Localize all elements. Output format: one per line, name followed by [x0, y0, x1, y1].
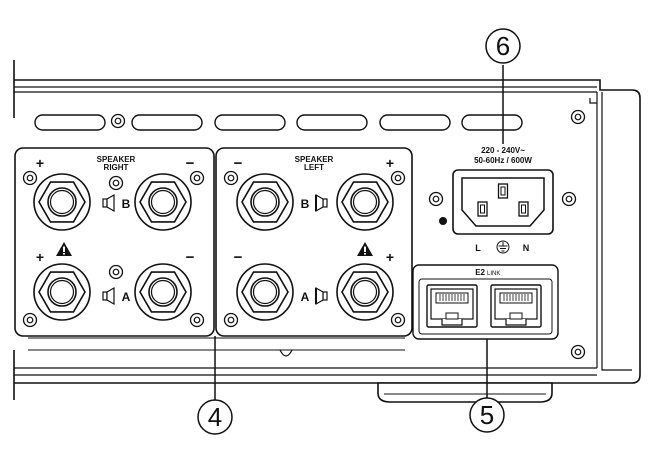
power-inlet-section: 220 - 240V~ 50-60Hz / 600W L N: [428, 146, 577, 254]
minus-label: −: [186, 249, 195, 266]
callout-leaders: [214, 65, 504, 400]
screw-icon: [223, 312, 239, 328]
speaker-left-a-plus-terminal[interactable]: [336, 263, 394, 321]
speaker-right-a-minus-terminal[interactable]: [134, 263, 192, 321]
channel-a-label: A: [301, 290, 310, 304]
power-frequency-label: 50-60Hz / 600W: [474, 156, 532, 165]
e2-link-label-suffix: LINK: [487, 271, 500, 277]
minus-label: −: [186, 155, 195, 172]
chassis-foot: [377, 382, 553, 403]
minus-label: −: [234, 155, 243, 172]
screw-icon: [108, 175, 124, 191]
ground-icon: [496, 240, 510, 254]
channel-a-label: A: [122, 290, 131, 304]
vent-slots: [34, 114, 523, 131]
speaker-right-title-line1: SPEAKER: [97, 155, 136, 164]
screw-icon: [110, 113, 126, 129]
callout-6: 6: [485, 28, 521, 64]
plus-label: +: [386, 155, 394, 171]
screw-icon: [22, 312, 38, 328]
speaker-right-b-minus-terminal[interactable]: [134, 173, 192, 231]
screw-icon: [390, 312, 406, 328]
e2-link-section: E2 LINK: [412, 264, 559, 340]
callout-4: 4: [197, 399, 233, 435]
neutral-label: N: [523, 243, 530, 253]
speaker-left-title-line2: LEFT: [304, 163, 324, 172]
plus-label: +: [36, 249, 44, 265]
minus-label: −: [234, 249, 243, 266]
callout-4-number: 4: [208, 402, 222, 432]
screw-icon: [428, 191, 444, 207]
screw-icon: [223, 170, 239, 186]
plus-label: +: [386, 249, 394, 265]
e2-link-label-main: E2: [475, 268, 485, 277]
chassis: [13, 60, 641, 400]
channel-b-label: B: [301, 197, 310, 211]
power-voltage-label: 220 - 240V~: [481, 146, 525, 155]
screw-icon: [189, 312, 205, 328]
screw-icon: [390, 170, 406, 186]
speaker-left-panel: SPEAKER LEFT − + − + B A: [215, 147, 413, 337]
speaker-right-title-line2: RIGHT: [104, 163, 129, 172]
iec-power-inlet[interactable]: [452, 169, 554, 235]
rj45-port-icon[interactable]: [426, 284, 478, 328]
channel-b-label: B: [122, 197, 131, 211]
speaker-right-a-plus-terminal[interactable]: [33, 263, 91, 321]
plus-label: +: [36, 155, 44, 171]
screw-icon: [189, 170, 205, 186]
live-label: L: [475, 243, 481, 253]
indicator-dot: [439, 217, 447, 225]
speaker-left-title-line1: SPEAKER: [295, 155, 334, 164]
callout-5-number: 5: [480, 400, 494, 430]
callout-6-number: 6: [496, 31, 510, 61]
callout-5: 5: [469, 397, 505, 433]
rj45-port-icon[interactable]: [490, 284, 542, 328]
speaker-left-b-plus-terminal[interactable]: [336, 173, 394, 231]
speaker-right-panel: SPEAKER RIGHT + − + − B A: [14, 147, 215, 337]
speaker-right-b-plus-terminal[interactable]: [33, 173, 91, 231]
screw-icon: [570, 344, 586, 360]
screw-icon: [561, 191, 577, 207]
screw-icon: [570, 109, 586, 125]
speaker-left-a-minus-terminal[interactable]: [236, 263, 294, 321]
speaker-left-b-minus-terminal[interactable]: [236, 173, 294, 231]
screw-icon: [22, 170, 38, 186]
screw-icon: [108, 264, 124, 280]
